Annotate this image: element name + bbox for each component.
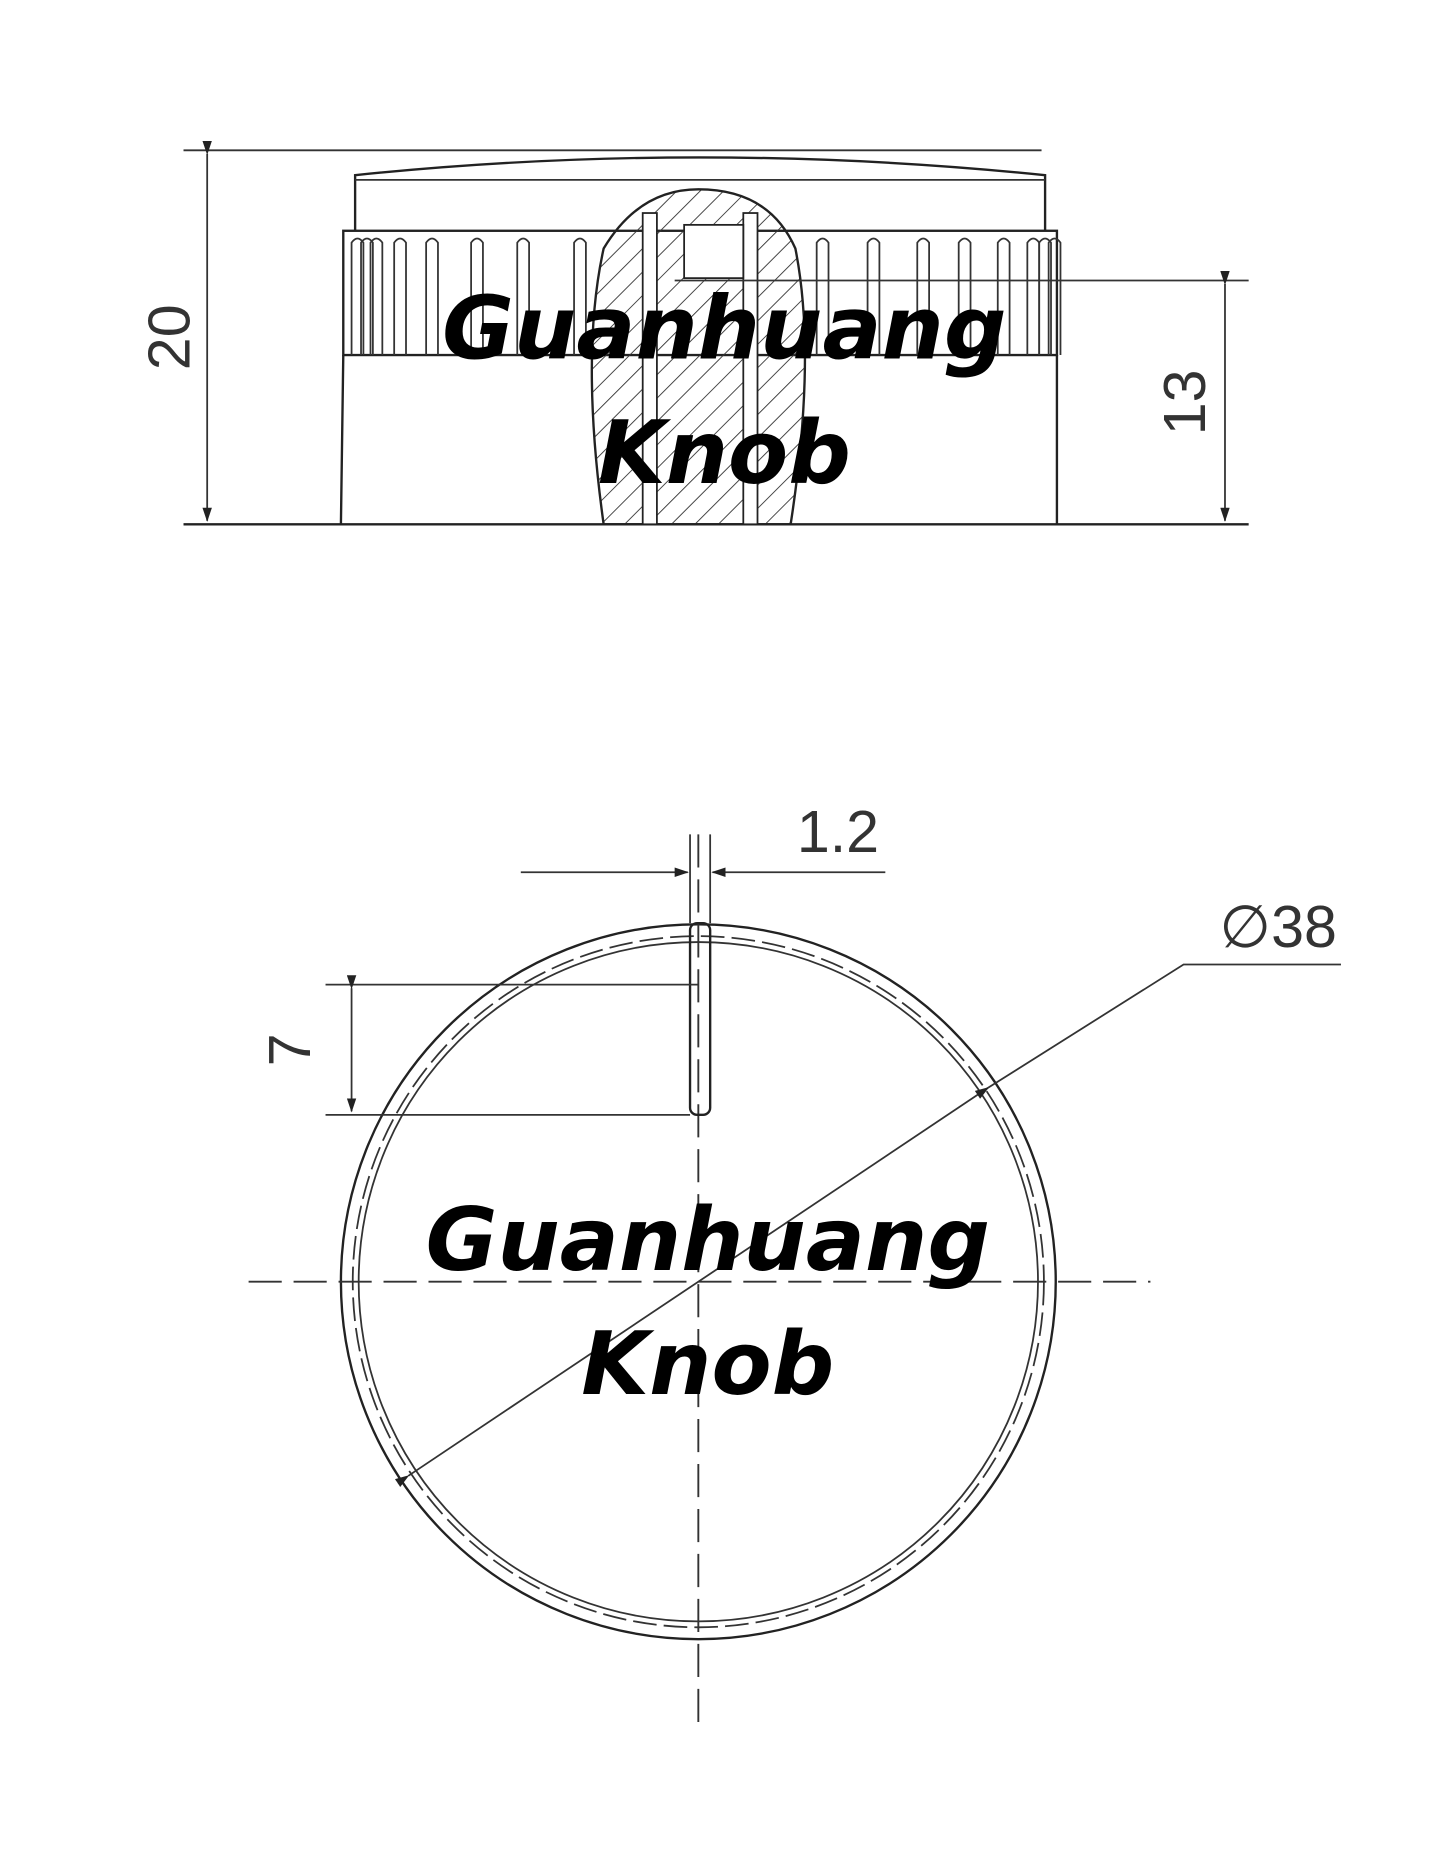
knurl-rib [350, 237, 365, 356]
knurl-rib [916, 237, 930, 356]
knurl-rib [360, 237, 374, 356]
knurl-rib [425, 237, 439, 356]
watermark-line1: Guanhuang [442, 278, 1006, 380]
dimension-height-knurl: 13 [1151, 369, 1218, 435]
dimension-slot-width: 1.2 [797, 798, 879, 865]
side-view: 20 13 Guanhuang Knob [135, 140, 1249, 526]
watermark-line2: Knob [581, 1313, 834, 1415]
watermark-line2: Knob [598, 402, 851, 504]
knurl-rib [957, 237, 972, 356]
knurl-rib [516, 237, 530, 356]
knurl-rib [815, 237, 830, 356]
watermark-line1: Guanhuang [426, 1189, 990, 1291]
dimension-height-total: 20 [135, 304, 202, 370]
dimension-diameter: ∅38 [1220, 893, 1337, 960]
knurl-rib [1047, 237, 1062, 356]
knurl-rib [393, 237, 407, 356]
knurl-rib [996, 237, 1011, 356]
knurl-rib [1038, 237, 1052, 356]
top-view: 1.2 7 ∅38 Guanhuang Knob [248, 798, 1341, 1734]
knurl-rib [866, 237, 881, 356]
knurl-rib [369, 237, 384, 356]
knurl-rib [1026, 237, 1041, 356]
knurl-rib [470, 237, 484, 356]
knurl-rib [573, 237, 587, 356]
dimension-slot-length: 7 [256, 1033, 323, 1066]
